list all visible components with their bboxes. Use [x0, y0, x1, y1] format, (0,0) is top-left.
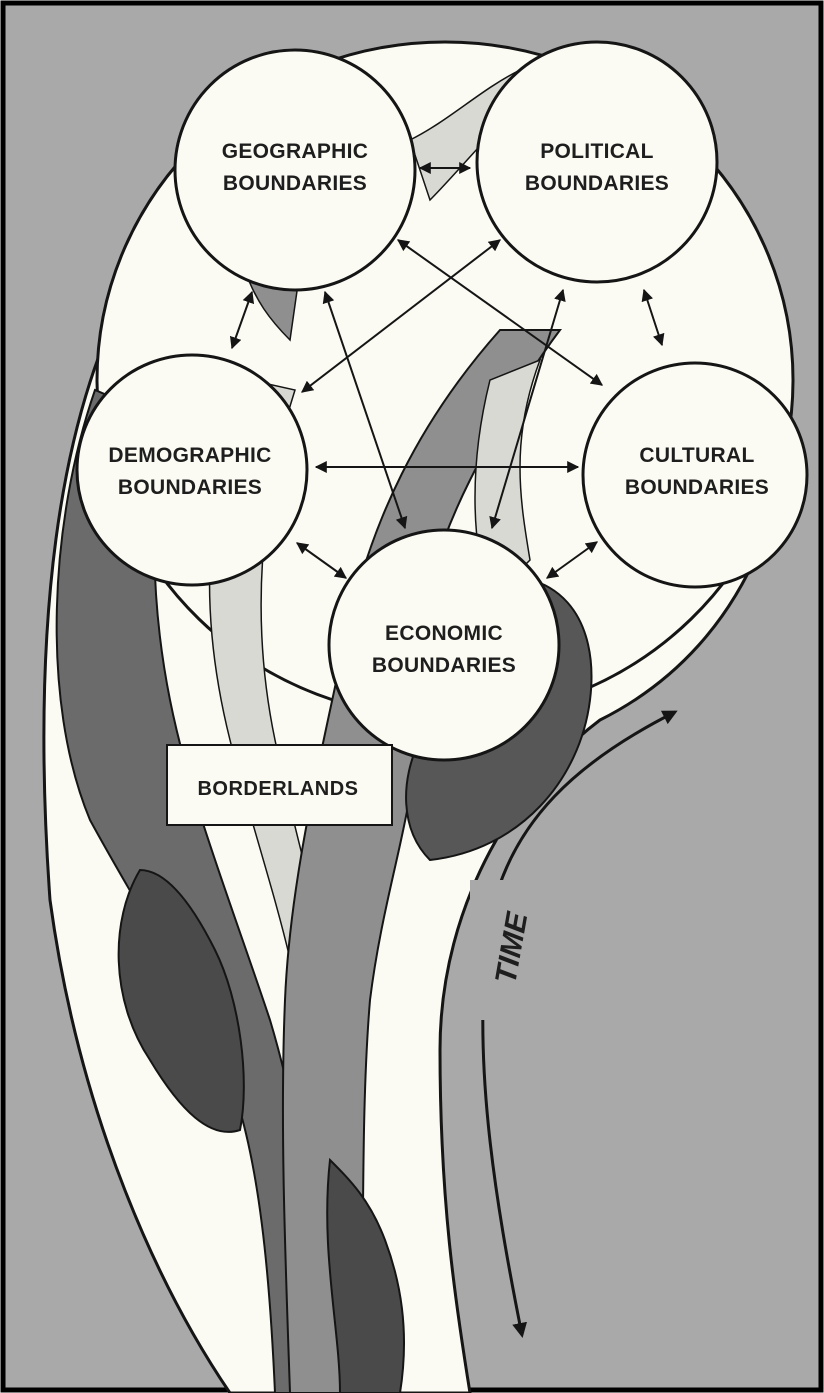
cultural-label-line1: CULTURAL	[639, 444, 754, 467]
node-demographic: DEMOGRAPHIC BOUNDARIES	[77, 355, 307, 585]
economic-label-line1: ECONOMIC	[385, 622, 503, 645]
political-label-line1: POLITICAL	[540, 140, 654, 163]
economic-circle	[329, 530, 559, 760]
geographic-label-line2: BOUNDARIES	[223, 172, 367, 195]
geographic-label-line1: GEOGRAPHIC	[222, 140, 369, 163]
cultural-label-line2: BOUNDARIES	[625, 476, 769, 499]
geographic-circle	[175, 50, 415, 290]
node-cultural: CULTURAL BOUNDARIES	[583, 363, 807, 587]
borderlands-label: BORDERLANDS	[197, 778, 358, 800]
node-geographic: GEOGRAPHIC BOUNDARIES	[175, 50, 415, 290]
node-economic: ECONOMIC BOUNDARIES	[329, 530, 559, 760]
demographic-label-line1: DEMOGRAPHIC	[108, 444, 271, 467]
cultural-circle	[583, 363, 807, 587]
political-label-line2: BOUNDARIES	[525, 172, 669, 195]
economic-label-line2: BOUNDARIES	[372, 654, 516, 677]
demographic-circle	[77, 355, 307, 585]
node-political: POLITICAL BOUNDARIES	[477, 42, 717, 282]
demographic-label-line2: BOUNDARIES	[118, 476, 262, 499]
